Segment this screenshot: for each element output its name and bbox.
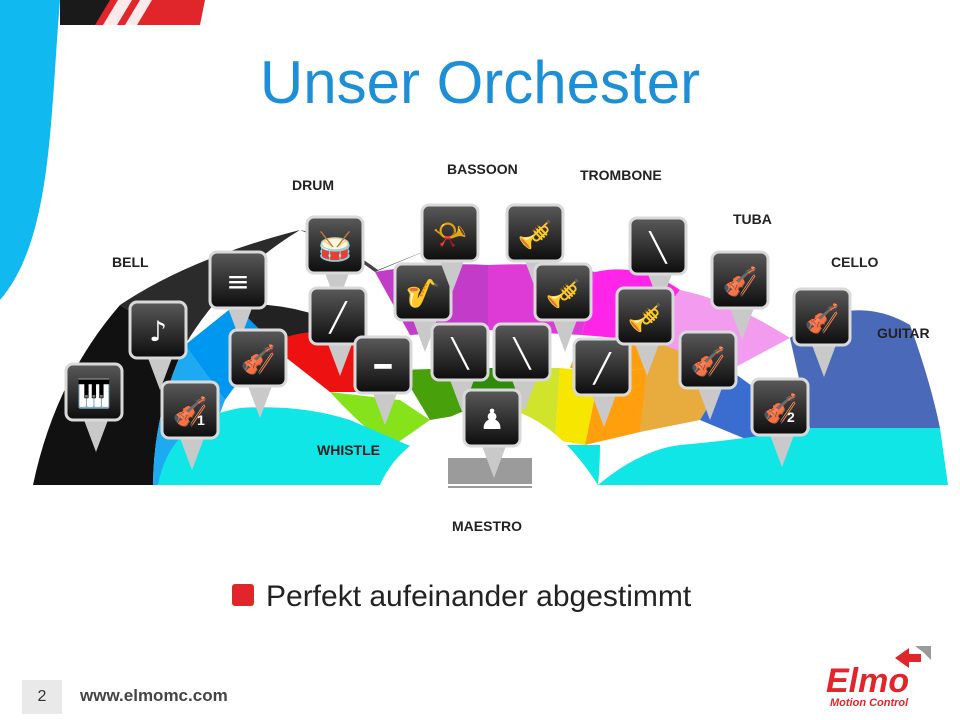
bullet-arrow-icon xyxy=(232,584,254,607)
label-whistle: WHISTLE xyxy=(317,442,380,458)
timpani-pin: 🥁 xyxy=(305,215,365,305)
violin-icon: 🎻 xyxy=(173,395,208,428)
flute-pin: ━ xyxy=(353,335,413,425)
violin-icon: 🎻 xyxy=(241,343,276,376)
page-number: 2 xyxy=(22,680,62,714)
double-bass-icon: 🎻 xyxy=(691,345,726,378)
grand-piano-pin: 🎹 xyxy=(64,362,124,452)
viola-icon: 🎻 xyxy=(723,265,758,298)
saxophone-pin: 🎷 xyxy=(393,262,453,352)
conductor-icon: ♟ xyxy=(479,403,504,436)
tuba-icon: 🎺 xyxy=(518,218,553,251)
label-drum: DRUM xyxy=(292,177,334,193)
french-horn-icon: 📯 xyxy=(433,218,468,251)
contrabassoon-icon: ╲ xyxy=(648,231,669,264)
logo-name: Elmo xyxy=(826,662,910,700)
contrabassoon-pin: ╲ xyxy=(628,216,688,306)
bassoon-pin: ╲ xyxy=(492,322,552,412)
clarinet-icon: ╱ xyxy=(328,301,349,334)
harp-icon: ♪ xyxy=(149,315,167,348)
viola-pin: 🎻 xyxy=(710,250,770,340)
violin-pin: 🎻 xyxy=(160,380,220,470)
violin-pin: 🎻 xyxy=(750,377,810,467)
trombone-pin: ╱ xyxy=(572,337,632,427)
oboe-pin: ╲ xyxy=(430,322,490,412)
website-url[interactable]: www.elmomc.com xyxy=(80,686,228,705)
violin-icon: 🎻 xyxy=(805,302,840,335)
badge-violin-1: 1 xyxy=(197,412,205,428)
label-bassoon: BASSOON xyxy=(447,161,518,177)
bullet-item: Perfekt aufeinander abgestimmt xyxy=(232,580,691,614)
harp-pin: ♪ xyxy=(128,300,188,390)
label-bell: BELL xyxy=(112,254,149,270)
trombone-icon: ╱ xyxy=(592,352,613,385)
grand-piano-icon: 🎹 xyxy=(77,377,112,410)
saxophone-icon: 🎷 xyxy=(406,277,441,310)
conductor-pin: ♟ xyxy=(462,388,522,478)
xylophone-icon: ≡ xyxy=(226,265,249,298)
label-maestro: MAESTRO xyxy=(452,518,522,534)
xylophone-pin: ≡ xyxy=(208,250,268,340)
violin-pin: 🎻 xyxy=(792,287,852,377)
label-tuba: TUBA xyxy=(733,211,772,227)
slide-title: Unser Orchester xyxy=(259,49,701,116)
logo-tagline: Motion Control xyxy=(830,697,909,709)
bullet-text: Perfekt aufeinander abgestimmt xyxy=(266,580,692,613)
label-cello: CELLO xyxy=(831,254,879,270)
label-guitar: GUITAR xyxy=(877,325,930,341)
timpani-icon: 🥁 xyxy=(318,230,353,263)
elmo-logo-mark xyxy=(895,646,931,668)
clarinet-pin: ╱ xyxy=(308,286,368,376)
violin-icon: 🎻 xyxy=(763,392,798,425)
label-trombone: TROMBONE xyxy=(580,167,662,183)
violin-pin: 🎻 xyxy=(228,328,288,418)
flute-icon: ━ xyxy=(374,350,393,383)
trumpet-pin: 🎺 xyxy=(615,286,675,376)
double-bass-pin: 🎻 xyxy=(678,330,738,420)
trumpet-pin: 🎺 xyxy=(533,262,593,352)
bassoon-icon: ╲ xyxy=(512,337,533,370)
trumpet-icon: 🎺 xyxy=(546,277,581,310)
trumpet-icon: 🎺 xyxy=(628,301,663,334)
oboe-icon: ╲ xyxy=(450,337,471,370)
french-horn-pin: 📯 xyxy=(420,203,480,293)
badge-violin-2: 2 xyxy=(787,409,795,425)
